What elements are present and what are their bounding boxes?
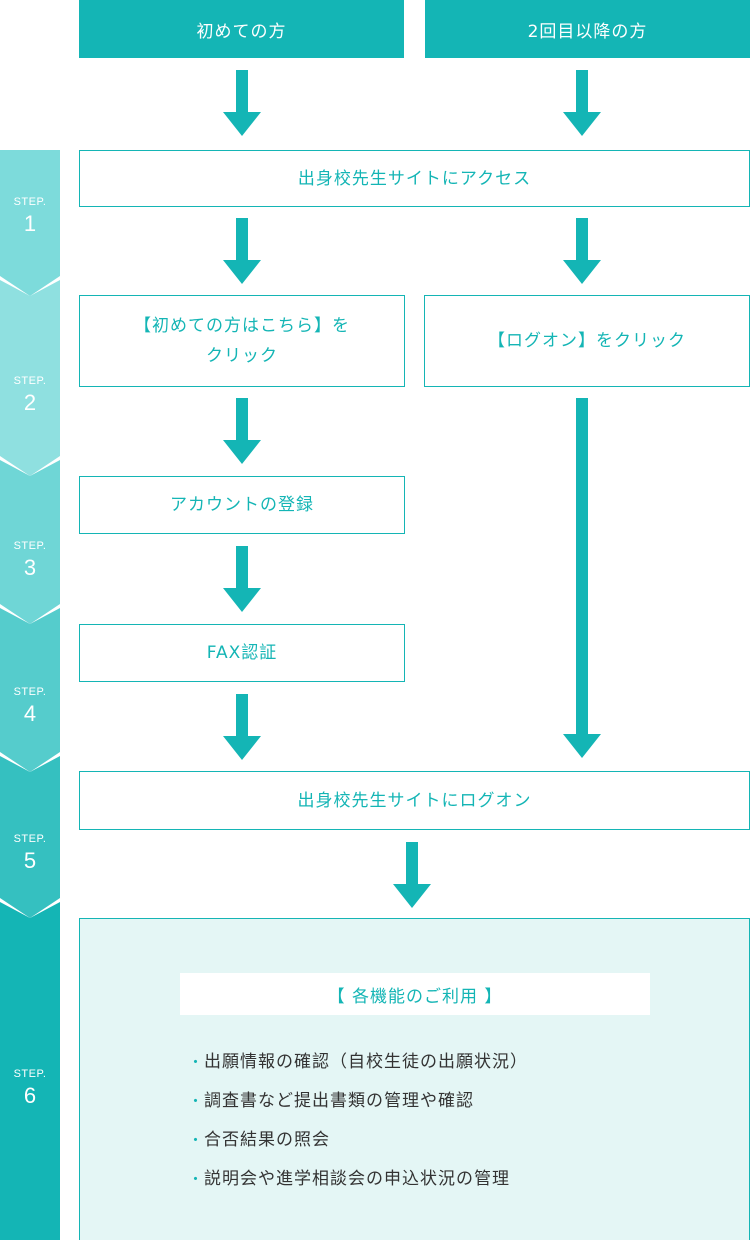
access-site-box: 出身校先生サイトにアクセス bbox=[79, 150, 750, 207]
step-6-chevron bbox=[0, 902, 60, 1240]
arrow-down-icon bbox=[563, 70, 601, 136]
feature-text: 調査書など提出書類の管理や確認 bbox=[204, 1091, 474, 1111]
step-5-number: 5 bbox=[23, 848, 37, 873]
fax-auth-label: FAX認証 bbox=[206, 643, 278, 663]
click-logon-label: 【ログオン】をクリック bbox=[488, 331, 686, 351]
register-account-label: アカウントの登録 bbox=[170, 495, 314, 515]
step-4-number: 4 bbox=[23, 701, 37, 726]
bullet-icon: ・ bbox=[188, 1092, 205, 1110]
list-item: ・ 説明会や進学相談会の申込状況の管理 bbox=[188, 1166, 528, 1205]
bullet-icon: ・ bbox=[188, 1053, 205, 1071]
register-account-box: アカウントの登録 bbox=[79, 476, 405, 534]
header-returning: 2回目以降の方 bbox=[425, 0, 750, 58]
arrow-down-icon bbox=[563, 398, 601, 760]
bullet-icon: ・ bbox=[188, 1170, 205, 1188]
step-5-chevron bbox=[0, 756, 60, 918]
step-6-number: 6 bbox=[23, 1083, 37, 1108]
click-first-time-button[interactable]: 【初めての方はこちら】を クリック bbox=[79, 295, 405, 387]
header-first-time-label: 初めての方 bbox=[196, 21, 287, 42]
arrow-down-icon bbox=[223, 546, 261, 612]
feature-text: 合否結果の照会 bbox=[204, 1130, 330, 1150]
step-2-number: 2 bbox=[23, 390, 37, 415]
click-first-time-label-line1: 【初めての方はこちら】を bbox=[134, 316, 350, 336]
step-4: STEP. 4 bbox=[0, 608, 60, 772]
logon-site-box: 出身校先生サイトにログオン bbox=[79, 771, 750, 830]
bullet-icon: ・ bbox=[188, 1131, 205, 1149]
step-4-label: STEP. bbox=[13, 686, 47, 698]
click-logon-button[interactable]: 【ログオン】をクリック bbox=[424, 295, 750, 387]
step-3-label: STEP. bbox=[13, 540, 47, 552]
step-3: STEP. 3 bbox=[0, 460, 60, 624]
step-1: STEP. 1 bbox=[0, 150, 60, 296]
step-5-label: STEP. bbox=[13, 833, 47, 845]
logon-site-label: 出身校先生サイトにログオン bbox=[297, 790, 532, 811]
step-6: STEP. 6 bbox=[0, 902, 60, 1240]
arrow-down-icon bbox=[223, 218, 261, 284]
features-panel: 【 各機能のご利用 】 ・ 出願情報の確認（自校生徒の出願状況） ・ 調査書など… bbox=[79, 918, 750, 1240]
list-item: ・ 調査書など提出書類の管理や確認 bbox=[188, 1088, 528, 1127]
step-4-chevron bbox=[0, 608, 60, 772]
step-3-number: 3 bbox=[23, 555, 37, 580]
arrow-down-icon bbox=[393, 842, 431, 908]
arrow-down-icon bbox=[223, 398, 261, 464]
arrow-down-icon bbox=[223, 70, 261, 136]
list-item: ・ 合否結果の照会 bbox=[188, 1127, 528, 1166]
step-2: STEP. 2 bbox=[0, 280, 60, 476]
features-title: 【 各機能のご利用 】 bbox=[180, 973, 650, 1015]
step-2-label: STEP. bbox=[13, 375, 47, 387]
arrow-down-icon bbox=[223, 694, 261, 760]
arrow-down-icon bbox=[563, 218, 601, 284]
features-list: ・ 出願情報の確認（自校生徒の出願状況） ・ 調査書など提出書類の管理や確認 ・… bbox=[188, 1049, 528, 1205]
step-3-chevron bbox=[0, 460, 60, 624]
step-6-label: STEP. bbox=[13, 1068, 47, 1080]
list-item: ・ 出願情報の確認（自校生徒の出願状況） bbox=[188, 1049, 528, 1088]
access-site-label: 出身校先生サイトにアクセス bbox=[297, 168, 532, 189]
header-first-time: 初めての方 bbox=[79, 0, 404, 58]
fax-auth-box: FAX認証 bbox=[79, 624, 405, 682]
features-title-label: 【 各機能のご利用 】 bbox=[327, 986, 503, 1007]
header-returning-label: 2回目以降の方 bbox=[527, 21, 648, 42]
feature-text: 出願情報の確認（自校生徒の出願状況） bbox=[204, 1052, 528, 1072]
click-first-time-label-line2: クリック bbox=[206, 346, 278, 366]
step-1-label: STEP. bbox=[13, 196, 47, 208]
feature-text: 説明会や進学相談会の申込状況の管理 bbox=[204, 1169, 510, 1189]
step-5: STEP. 5 bbox=[0, 756, 60, 918]
step-1-chevron bbox=[0, 150, 60, 296]
step-1-number: 1 bbox=[23, 211, 37, 236]
step-2-chevron bbox=[0, 280, 60, 476]
